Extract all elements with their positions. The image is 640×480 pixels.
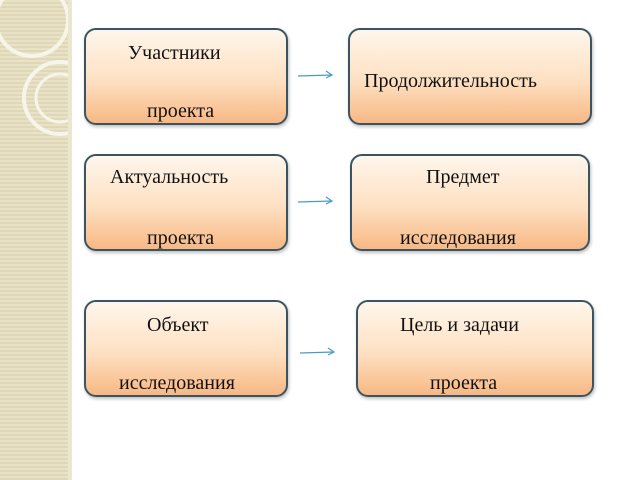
decorative-sidebar xyxy=(0,0,72,480)
relevance-box: Актуальность проекта xyxy=(84,154,288,251)
goal-line1: Цель и задачи xyxy=(400,314,519,336)
subject-line2: исследования xyxy=(400,227,516,249)
right-arrow-icon xyxy=(297,70,334,79)
subject-box: Предмет исследования xyxy=(350,154,590,251)
object-box: Объект исследования xyxy=(84,300,288,397)
object-line1: Объект xyxy=(147,314,209,336)
right-arrow-icon xyxy=(297,196,334,205)
object-line2: исследования xyxy=(119,372,235,394)
subject-line1: Предмет xyxy=(426,166,500,188)
goal-box: Цель и задачи проекта xyxy=(356,300,594,397)
goal-line2: проекта xyxy=(430,372,498,394)
participants-box: Участники проекта xyxy=(84,28,288,125)
duration-box: Продолжительность xyxy=(348,28,592,125)
right-arrow-icon xyxy=(299,347,336,356)
relevance-line1: Актуальность xyxy=(110,166,229,188)
relevance-line2: проекта xyxy=(147,227,215,249)
participants-line1: Участники xyxy=(128,42,221,64)
circle-ornament-icon xyxy=(0,0,68,136)
duration-text: Продолжительность xyxy=(364,70,537,92)
participants-line2: проекта xyxy=(147,100,215,122)
